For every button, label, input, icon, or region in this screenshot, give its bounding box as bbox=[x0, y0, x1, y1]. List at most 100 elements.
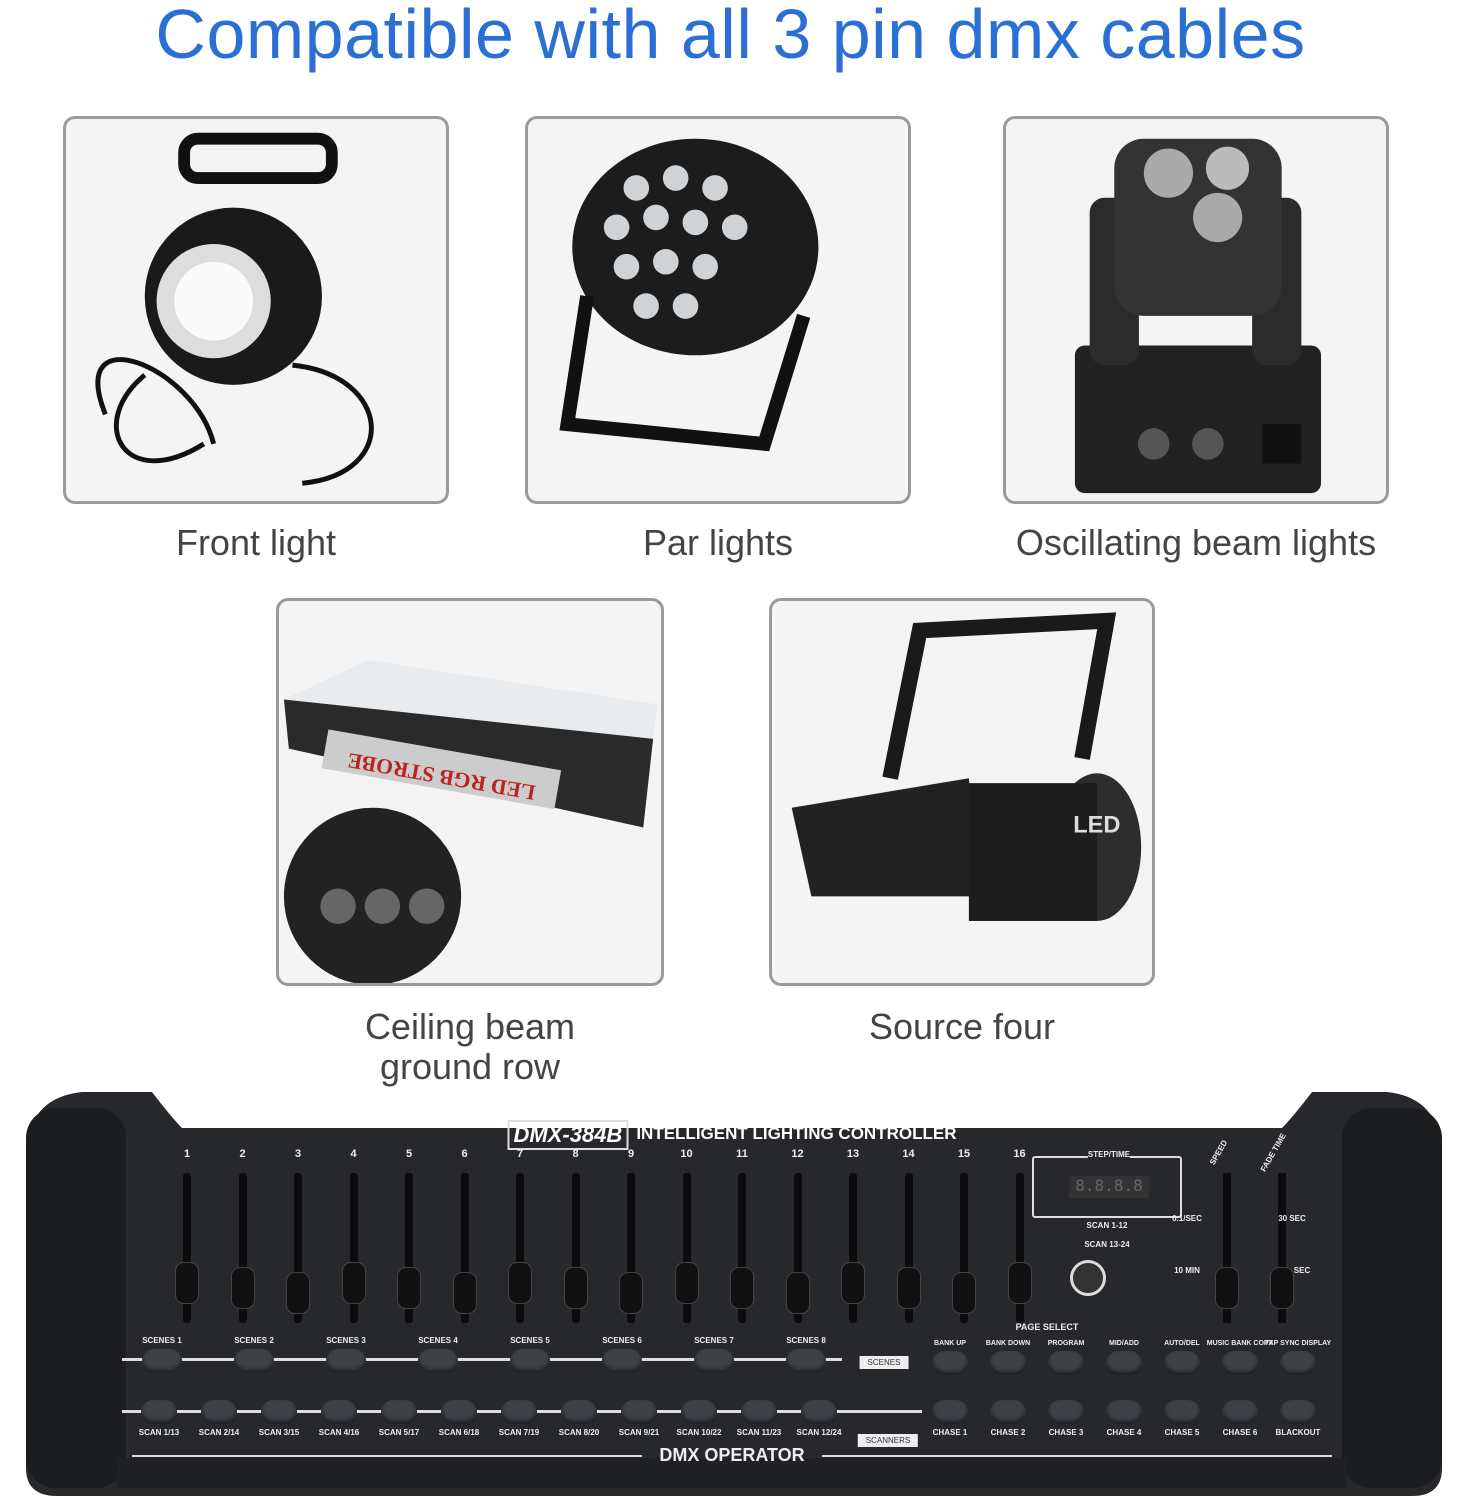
scan-button[interactable] bbox=[201, 1400, 237, 1424]
fader-track bbox=[1223, 1173, 1231, 1323]
source-label: LED bbox=[1073, 812, 1120, 838]
scan-button[interactable] bbox=[261, 1400, 297, 1424]
channel-number: 1 bbox=[183, 1148, 191, 1160]
scene-button[interactable] bbox=[602, 1349, 642, 1373]
chase-label: CHASE 5 bbox=[1164, 1428, 1200, 1437]
fader-track bbox=[1278, 1173, 1286, 1323]
channel-number: 5 bbox=[405, 1148, 413, 1160]
channel-fader[interactable] bbox=[620, 1273, 642, 1313]
channel-fader[interactable] bbox=[1008, 1263, 1031, 1303]
fader-track bbox=[960, 1173, 968, 1323]
chase-label: BLACKOUT bbox=[1275, 1428, 1321, 1437]
channel-fader[interactable] bbox=[231, 1268, 254, 1308]
channel-fader[interactable] bbox=[287, 1273, 309, 1313]
scene-button[interactable] bbox=[694, 1349, 734, 1373]
chase-button[interactable] bbox=[990, 1400, 1026, 1424]
page-select-knob[interactable] bbox=[1070, 1260, 1106, 1296]
channel-fader[interactable] bbox=[176, 1263, 198, 1303]
fader-track bbox=[294, 1173, 302, 1323]
scan-button[interactable] bbox=[441, 1400, 477, 1424]
fader-track bbox=[405, 1173, 413, 1323]
scan-button[interactable] bbox=[321, 1400, 357, 1424]
channel-fader[interactable] bbox=[731, 1268, 753, 1308]
scene-button[interactable] bbox=[510, 1349, 550, 1373]
function-button[interactable] bbox=[990, 1351, 1026, 1375]
channel-number: 14 bbox=[902, 1148, 915, 1160]
function-button[interactable] bbox=[932, 1351, 968, 1375]
channel-fader[interactable] bbox=[953, 1273, 975, 1313]
scan-button[interactable] bbox=[621, 1400, 657, 1424]
scene-label: SCENES 4 bbox=[418, 1336, 458, 1345]
channel-fader[interactable] bbox=[897, 1268, 920, 1308]
divider-right bbox=[822, 1455, 1332, 1457]
channel-fader[interactable] bbox=[842, 1263, 864, 1303]
scene-button[interactable] bbox=[326, 1349, 366, 1373]
scan-label: SCAN 6/18 bbox=[438, 1428, 480, 1437]
scan-button[interactable] bbox=[741, 1400, 777, 1424]
scanners-arrow-label: SCANNERS bbox=[857, 1434, 919, 1447]
display-panel: STEP/TIME 8.8.8.8 bbox=[1032, 1150, 1182, 1218]
function-label: MID/ADD bbox=[1109, 1340, 1139, 1347]
chase-button[interactable] bbox=[1280, 1400, 1316, 1424]
scene-button[interactable] bbox=[234, 1349, 274, 1373]
scan-button[interactable] bbox=[561, 1400, 597, 1424]
function-label: AUTO/DEL bbox=[1164, 1340, 1200, 1347]
function-button[interactable] bbox=[1048, 1351, 1084, 1375]
fade-min-label: SEC bbox=[1293, 1266, 1311, 1275]
channel-number: 3 bbox=[294, 1148, 302, 1160]
scan-label: SCAN 2/14 bbox=[198, 1428, 240, 1437]
caption-line-2: ground row bbox=[379, 1046, 561, 1087]
scan-label: SCAN 9/21 bbox=[618, 1428, 660, 1437]
scan-button[interactable] bbox=[501, 1400, 537, 1424]
controller-subtitle: INTELLIGENT LIGHTING CONTROLLER bbox=[636, 1124, 957, 1143]
channel-number: 11 bbox=[736, 1148, 748, 1160]
channel-fader[interactable] bbox=[786, 1273, 809, 1313]
scan-button[interactable] bbox=[141, 1400, 177, 1424]
scene-button[interactable] bbox=[142, 1349, 182, 1373]
scan-button[interactable] bbox=[801, 1400, 837, 1424]
scene-label: SCENES 8 bbox=[786, 1336, 826, 1345]
scenes-arrow-label: SCENES bbox=[859, 1356, 909, 1369]
function-button[interactable] bbox=[1222, 1351, 1258, 1375]
scan-label: SCAN 7/19 bbox=[498, 1428, 540, 1437]
channel-number: 15 bbox=[957, 1148, 971, 1160]
scan-label: SCAN 5/17 bbox=[378, 1428, 420, 1437]
channel-fader[interactable] bbox=[398, 1268, 420, 1308]
channel-fader[interactable] bbox=[509, 1263, 531, 1303]
fader-track bbox=[183, 1173, 191, 1323]
chase-button[interactable] bbox=[1106, 1400, 1142, 1424]
function-button[interactable] bbox=[1280, 1351, 1316, 1375]
channel-fader[interactable] bbox=[453, 1273, 476, 1313]
scene-button[interactable] bbox=[418, 1349, 458, 1373]
scan-label: SCAN 10/22 bbox=[676, 1428, 722, 1437]
function-label: BANK DOWN bbox=[985, 1340, 1031, 1347]
chase-button[interactable] bbox=[932, 1400, 968, 1424]
fader-track bbox=[516, 1173, 524, 1323]
scene-button[interactable] bbox=[786, 1349, 826, 1373]
fader-track bbox=[571, 1173, 580, 1323]
function-button[interactable] bbox=[1106, 1351, 1142, 1375]
fader-track bbox=[682, 1173, 691, 1323]
chase-button[interactable] bbox=[1164, 1400, 1200, 1424]
channel-fader[interactable] bbox=[564, 1268, 587, 1308]
fader-track bbox=[238, 1173, 247, 1323]
speed-fade-fader[interactable] bbox=[1271, 1268, 1293, 1308]
scan-button[interactable] bbox=[381, 1400, 417, 1424]
speed-fade-fader[interactable] bbox=[1216, 1268, 1238, 1308]
scan-button[interactable] bbox=[681, 1400, 717, 1424]
function-button[interactable] bbox=[1164, 1351, 1200, 1375]
function-label: PROGRAM bbox=[1047, 1340, 1085, 1347]
chase-label: CHASE 4 bbox=[1106, 1428, 1142, 1437]
caption-line-1: Ceiling beam bbox=[364, 1006, 576, 1047]
function-label: BANK UP bbox=[934, 1340, 966, 1347]
fader-track bbox=[738, 1173, 746, 1323]
channel-fader[interactable] bbox=[675, 1263, 698, 1303]
channel-fader[interactable] bbox=[342, 1263, 365, 1303]
scan-label: SCAN 1/13 bbox=[138, 1428, 180, 1437]
page-select-label: PAGE SELECT bbox=[1015, 1322, 1079, 1332]
chase-button[interactable] bbox=[1222, 1400, 1258, 1424]
chase-button[interactable] bbox=[1048, 1400, 1084, 1424]
fader-track bbox=[460, 1173, 469, 1323]
